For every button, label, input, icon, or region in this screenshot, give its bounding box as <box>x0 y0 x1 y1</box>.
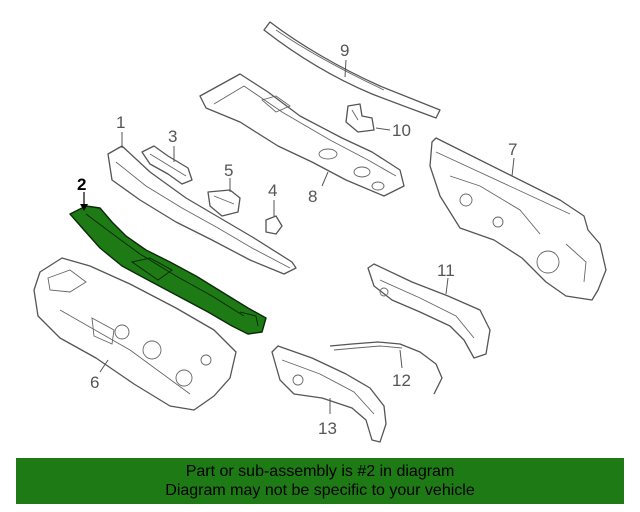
callout-11: 11 <box>437 261 455 280</box>
part-4-clip <box>265 200 283 235</box>
part-1-cowl-extension <box>107 132 297 275</box>
part-13-side-bracket <box>271 345 387 443</box>
callout-1: 1 <box>116 113 125 132</box>
callout-2: 2 <box>77 175 86 194</box>
part-10-bracket <box>345 103 391 133</box>
part-8-cowl-panel <box>199 73 405 197</box>
callout-7: 7 <box>508 140 517 159</box>
callout-8: 8 <box>308 187 317 206</box>
callout-10: 10 <box>392 121 411 140</box>
part-11-side-panel <box>367 263 491 359</box>
info-banner: Part or sub-assembly is #2 in diagram Di… <box>16 458 624 504</box>
callout-12: 12 <box>392 371 411 390</box>
part-5-bracket <box>207 178 241 217</box>
banner-line-2: Diagram may not be specific to your vehi… <box>165 482 475 499</box>
part-12-rod <box>329 341 443 395</box>
callout-4: 4 <box>268 181 277 200</box>
callout-9: 9 <box>340 41 349 60</box>
banner-line-1: Part or sub-assembly is #2 in diagram <box>185 463 455 480</box>
part-2-highlighted <box>69 192 267 335</box>
callout-5: 5 <box>224 161 233 180</box>
part-3-bracket <box>141 145 193 185</box>
callout-6: 6 <box>90 373 99 392</box>
part-9-seal-strip <box>263 21 441 119</box>
callout-3: 3 <box>168 127 177 146</box>
parts-diagram: 1 2 3 4 5 6 7 8 9 10 11 12 13 <box>33 21 607 443</box>
callout-13: 13 <box>318 419 337 438</box>
part-7-dash-panel <box>429 137 607 301</box>
part-6-firewall <box>33 257 237 411</box>
